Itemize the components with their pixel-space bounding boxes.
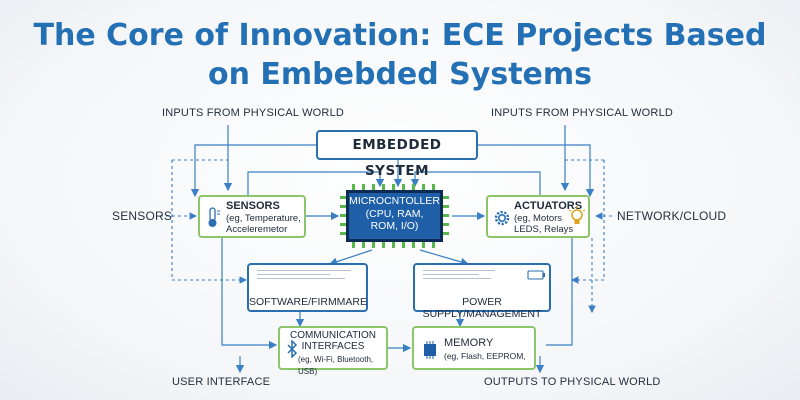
communication-interfaces-box: COMMUNICATION INTERFACES (eg, Wi-Fi, Blu… (278, 326, 388, 376)
wire-mcu-software (328, 249, 373, 266)
power-title: POWER SUPPLY/MANAGEMENT (422, 296, 542, 320)
wire-mcu-power (419, 249, 470, 267)
wire-right-trunk (546, 238, 573, 346)
sensors-line-2: Acceleremetor (226, 224, 288, 235)
dashed-right-loop (570, 160, 605, 284)
actuators-line-1: (eg, Motors (514, 213, 563, 224)
gear-icon (494, 210, 510, 226)
mcu-line-2: (CPU, RAM, (365, 207, 424, 220)
power-lines-decoration (423, 270, 503, 282)
memory-box: MEMORY (eg, Flash, EEPROM, (412, 326, 536, 370)
page-title-line-1: The Core of Innovation: ECE Projects Bas… (33, 18, 767, 53)
comm-title-1: COMMUNICATION (290, 330, 376, 341)
wire-loop-left (247, 171, 385, 196)
software-title: SOFTWARE/FIRMMARE (249, 296, 368, 308)
wire-left-trunk (221, 238, 278, 350)
wire-es-right (478, 144, 595, 198)
label-network-cloud: NETWORK/CLOUD (617, 209, 727, 223)
power-supply-box: POWER SUPPLY/MANAGEMENT (413, 263, 551, 320)
mcu-line-3: ROM, I/O) (370, 220, 419, 232)
page-title-line-2: on Embebded Systems (207, 57, 593, 92)
sensors-title: SENSORS (226, 200, 280, 212)
thermometer-icon (208, 207, 220, 227)
label-sensors: SENSORS (112, 209, 173, 223)
software-firmware-box: SOFTWARE/FIRMMARE (247, 263, 368, 312)
sensors-line-1: (eg, Temperature, (226, 213, 301, 224)
wire-es-left (190, 144, 316, 198)
chip-icon (424, 341, 436, 359)
sensors-box: SENSORS (eg, Temperature, Acceleremetor (198, 195, 306, 238)
lightbulb-icon (568, 206, 586, 224)
comm-line-1: (eg, Wi-Fi, Bluetooth, USB) (298, 355, 374, 376)
label-user-interface: USER INTERFACE (172, 376, 271, 388)
label-inputs-left: INPUTS FROM PHYSICAL WORLD (162, 107, 345, 119)
battery-icon (527, 270, 545, 280)
dashed-left-loop (171, 160, 248, 284)
microcontroller-chip: MICROCNTOLLER (CPU, RAM, ROM, I/O) (346, 190, 443, 242)
embedded-system-box: EMBEDDED SYSTEM (316, 130, 478, 179)
actuators-line-2: LEDS, Relays (514, 224, 574, 235)
mcu-line-1: MICROCNTOLLER (349, 195, 440, 207)
code-lines-decoration (257, 270, 361, 282)
memory-title: MEMORY (444, 337, 494, 349)
label-inputs-right: INPUTS FROM PHYSICAL WORLD (491, 107, 674, 119)
bluetooth-icon (287, 340, 298, 358)
actuators-title: ACTUATORS (514, 200, 583, 212)
wire-loop-right (410, 171, 541, 196)
comm-title-2: INTERFACES (301, 341, 365, 352)
label-outputs: OUTPUTS TO PHYSICAL WORLD (484, 376, 661, 388)
memory-line-1: (eg, Flash, EEPROM, (444, 351, 526, 361)
